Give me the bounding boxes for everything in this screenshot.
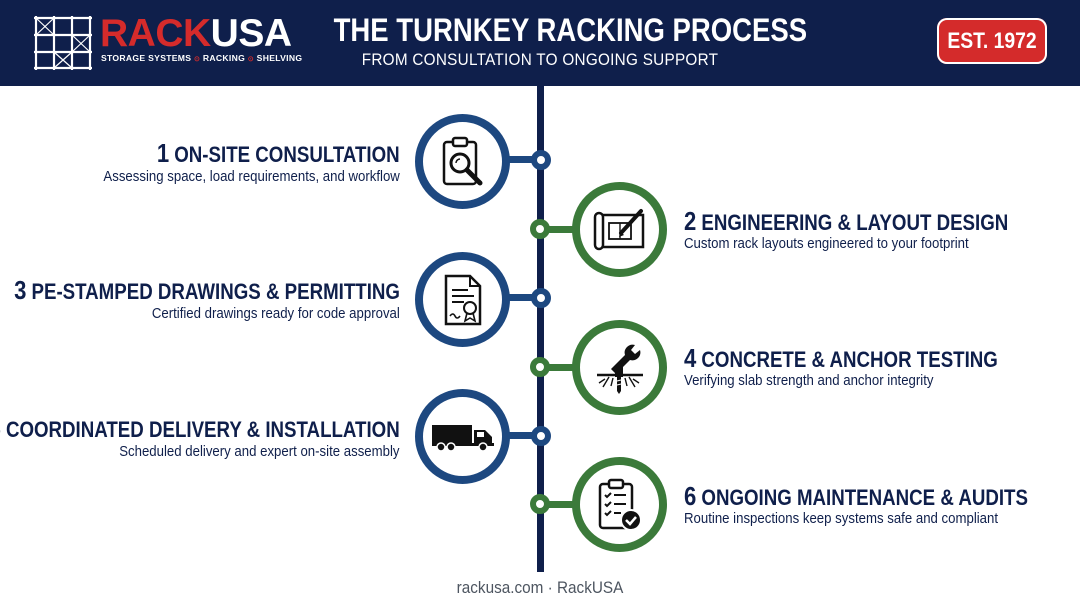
step-connector <box>540 501 582 508</box>
brand-logo: RACKUSA <box>100 12 292 55</box>
header-bar: RACKUSA STORAGE SYSTEMS ⊙ RACKING ⊙ SHEL… <box>0 0 1080 86</box>
step-connector <box>540 364 582 371</box>
step-icon-circle <box>572 457 667 552</box>
step-description: Scheduled delivery and expert on-site as… <box>119 443 400 460</box>
page-subtitle: FROM CONSULTATION TO ONGOING SUPPORT <box>361 50 719 69</box>
step-icon-circle <box>415 389 510 484</box>
step-icon-circle <box>572 320 667 415</box>
timeline-node <box>531 150 551 170</box>
delivery-truck-icon <box>431 424 494 452</box>
step-description: Verifying slab strength and anchor integ… <box>684 372 934 389</box>
timeline-node <box>531 426 551 446</box>
page-title: THE TURNKEY RACKING PROCESS <box>333 12 808 48</box>
rack-logo-icon <box>34 16 92 70</box>
step-title: 5COORDINATED DELIVERY & INSTALLATION <box>0 415 400 442</box>
wrench-anchor-icon <box>596 344 643 394</box>
step-description: Routine inspections keep systems safe an… <box>684 510 999 527</box>
timeline-node <box>530 494 550 514</box>
step-description: Custom rack layouts engineered to your f… <box>684 235 969 252</box>
step-description: Certified drawings ready for code approv… <box>151 305 400 322</box>
step-icon-circle <box>572 182 667 277</box>
checklist-icon <box>598 478 642 531</box>
step-icon-circle <box>415 114 510 209</box>
timeline-spine <box>537 86 544 572</box>
certified-document-icon <box>444 274 481 325</box>
established-badge: EST. 1972 <box>937 18 1047 64</box>
timeline-node <box>530 219 550 239</box>
timeline-node <box>530 357 550 377</box>
blueprint-pencil-icon <box>593 208 644 250</box>
step-connector <box>500 156 540 163</box>
step-connector <box>500 432 540 439</box>
timeline-node <box>531 288 551 308</box>
step-connector <box>540 226 582 233</box>
brand-tagline: STORAGE SYSTEMS ⊙ RACKING ⊙ SHELVING <box>101 53 303 63</box>
clipboard-magnifier-icon <box>442 136 482 185</box>
step-description: Assessing space, load requirements, and … <box>103 168 400 185</box>
step-icon-circle <box>415 252 510 347</box>
step-connector <box>500 294 540 301</box>
footer-credit: rackusa.com · RackUSA <box>456 578 624 597</box>
